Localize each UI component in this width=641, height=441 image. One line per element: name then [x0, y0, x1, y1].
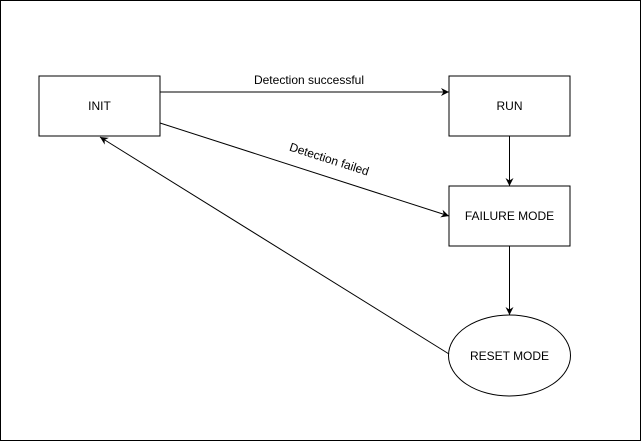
- node-init[interactable]: INIT: [38, 75, 161, 137]
- edge-init-to-run[interactable]: Detection successful: [160, 73, 449, 96]
- node-failure-mode-box: [448, 185, 571, 247]
- node-reset-mode[interactable]: RESET MODE: [448, 314, 571, 397]
- edge-reset-mode-to-init[interactable]: [99, 136, 450, 355]
- edge-init-to-failure-mode-line: [159, 122, 450, 218]
- node-reset-mode-label: RESET MODE: [470, 349, 549, 363]
- node-run[interactable]: RUN: [448, 75, 571, 137]
- edge-reset-mode-to-init-line: [99, 136, 450, 355]
- node-init-box: [38, 75, 161, 137]
- node-failure-mode-label: FAILURE MODE: [465, 209, 554, 223]
- node-init-label: INIT: [88, 99, 111, 113]
- node-failure-mode[interactable]: FAILURE MODE: [448, 185, 571, 247]
- node-run-label: RUN: [497, 99, 523, 113]
- node-run-box: [448, 75, 571, 137]
- edge-init-to-run-label: Detection successful: [254, 73, 364, 87]
